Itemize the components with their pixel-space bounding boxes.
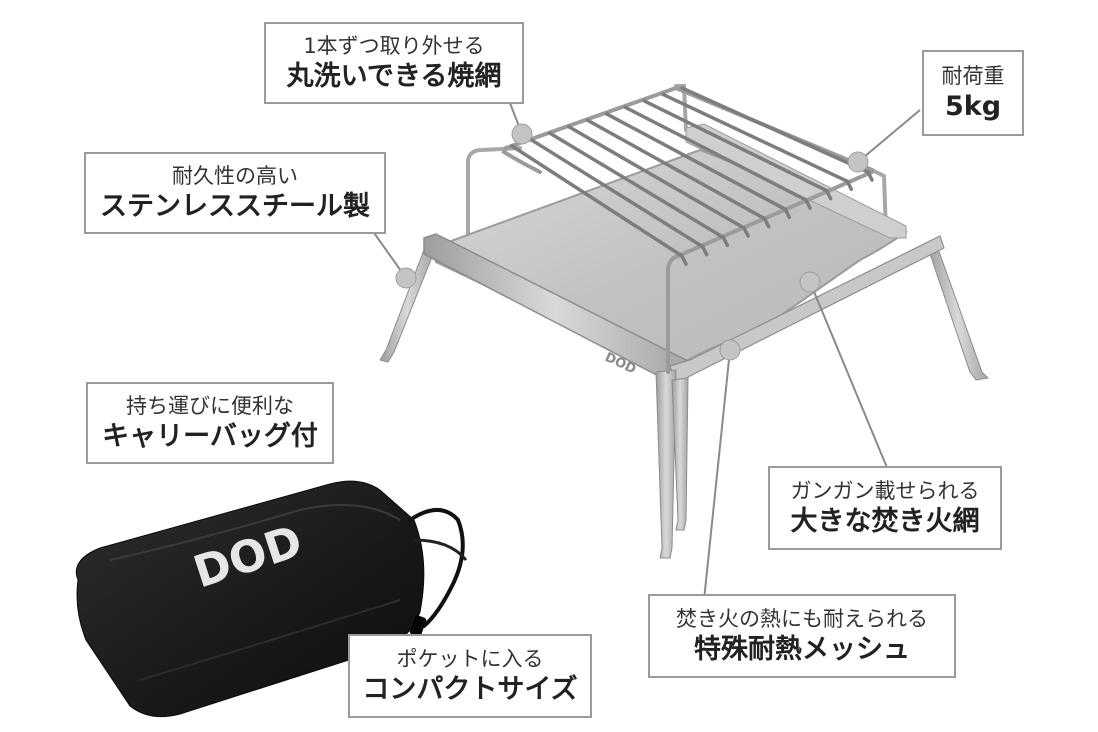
leader-dots — [395, 123, 869, 361]
callout-stainless-main: ステンレススチール製 — [100, 191, 370, 222]
grate-rod — [529, 137, 709, 257]
drawstring-loop — [413, 538, 468, 561]
stand-front-legs — [655, 369, 689, 559]
carry-bag-body — [75, 480, 425, 718]
mesh-back-rail — [685, 123, 907, 239]
callout-compact-sub: ポケットに入る — [396, 647, 544, 671]
drawstring — [408, 508, 465, 628]
callout-stainless: 耐久性の高い ステンレススチール製 — [84, 152, 386, 234]
callout-fire-net-sub: ガンガン載せられる — [790, 479, 980, 503]
callout-compact: ポケットに入る コンパクトサイズ — [348, 634, 592, 718]
grate-rod — [642, 99, 833, 201]
grate-rod — [604, 112, 792, 220]
callout-carry-bag-main: キャリーバッグ付 — [102, 421, 318, 452]
grate-rod — [566, 124, 750, 238]
cord-stopper — [409, 615, 427, 637]
callout-load-capacity-sub: 耐荷重 — [941, 64, 1005, 88]
callout-carry-bag: 持ち運びに便利な キャリーバッグ付 — [86, 382, 334, 464]
callout-fire-net-main: 大きな焚き火網 — [790, 506, 980, 537]
carry-bag-fold — [109, 503, 401, 561]
callout-heat-mesh-sub: 焚き火の熱にも耐えられる — [676, 607, 928, 631]
callout-fire-net: ガンガン載せられる 大きな焚き火網 — [768, 466, 1002, 550]
carry-bag-fold-2 — [139, 599, 401, 681]
grill-grate — [501, 86, 874, 374]
grate-rod — [680, 86, 874, 182]
carry-bag: DOD — [75, 480, 468, 718]
grate-rod — [510, 144, 688, 266]
callout-grill-grate-sub: 1本ずつ取り外せる — [303, 34, 485, 58]
callout-load-capacity: 耐荷重 5kg — [922, 50, 1024, 136]
grate-rod — [585, 118, 771, 229]
callout-carry-bag-sub: 持ち運びに便利な — [126, 394, 294, 418]
callout-grill-grate-main: 丸洗いできる焼網 — [286, 61, 502, 92]
grate-rod — [548, 131, 730, 248]
grate-rod — [661, 92, 854, 192]
callout-grill-grate: 1本ずつ取り外せる 丸洗いできる焼網 — [264, 22, 524, 104]
grate-rod — [623, 105, 812, 210]
callout-load-capacity-main: 5kg — [944, 91, 1002, 122]
callout-heat-mesh: 焚き火の熱にも耐えられる 特殊耐熱メッシュ — [648, 594, 956, 678]
callout-stainless-sub: 耐久性の高い — [172, 164, 298, 188]
callout-heat-mesh-main: 特殊耐熱メッシュ — [694, 634, 910, 665]
callout-compact-main: コンパクトサイズ — [362, 674, 578, 705]
stand-upper-frame — [466, 84, 888, 238]
